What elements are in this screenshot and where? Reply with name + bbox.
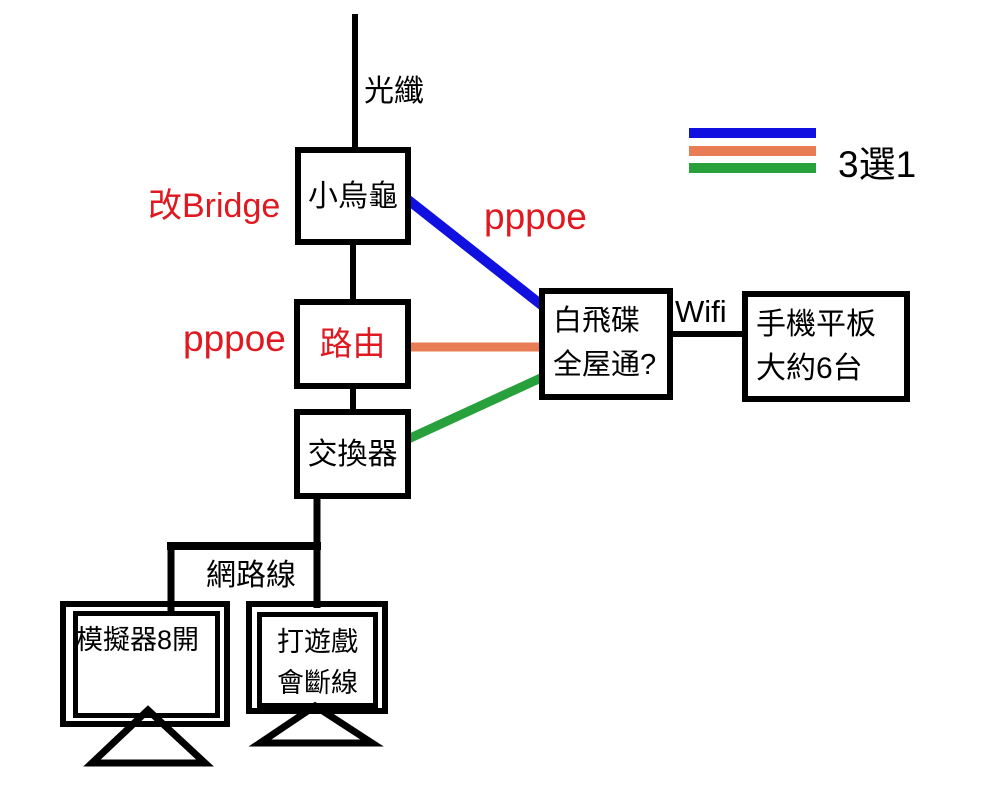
devices-label-line2: 大約6台 xyxy=(756,352,863,385)
wifi-label: Wifi xyxy=(675,294,727,329)
right-monitor-screen: 打遊戲 會斷線 xyxy=(257,612,378,708)
right-monitor-outer: 打遊戲 會斷線 xyxy=(246,601,388,714)
right-monitor-stand xyxy=(248,701,384,747)
left-monitor-outer: 模擬器8開 xyxy=(60,601,230,727)
left-monitor-screen: 模擬器8開 xyxy=(73,611,220,718)
pppoe-modem-label: pppoe xyxy=(484,196,587,237)
router-box: 路由 xyxy=(294,299,411,389)
option-blue-line xyxy=(403,195,548,311)
switch-label: 交換器 xyxy=(307,437,398,471)
router-label: 路由 xyxy=(319,324,386,362)
legend-orange-bar xyxy=(689,146,816,156)
modem-label: 小烏龜 xyxy=(308,179,398,213)
legend-caption: 3選1 xyxy=(838,144,917,185)
modem-box: 小烏龜 xyxy=(295,147,411,245)
devices-box: 手機平板 大約6台 xyxy=(742,291,910,402)
legend-blue-bar xyxy=(689,128,816,138)
legend-green-bar xyxy=(689,163,816,173)
left-monitor-stand xyxy=(83,705,214,767)
mesh-label-line2: 全屋通? xyxy=(553,349,657,382)
bridge-note-label: 改Bridge xyxy=(148,187,281,225)
pppoe-router-label: pppoe xyxy=(183,318,286,359)
right-monitor-label-line1: 打遊戲 xyxy=(277,626,358,657)
fiber-label: 光纖 xyxy=(364,75,424,108)
left-monitor-label: 模擬器8開 xyxy=(76,625,200,655)
mesh-label-line1: 白飛碟 xyxy=(553,305,641,338)
devices-label-line1: 手機平板 xyxy=(756,308,876,341)
switch-box: 交換器 xyxy=(294,409,411,499)
lan-cable-label: 網路線 xyxy=(206,559,296,592)
right-monitor-label-line2: 會斷線 xyxy=(277,668,358,699)
option-green-line xyxy=(404,372,545,445)
mesh-box: 白飛碟 全屋通? xyxy=(539,288,673,400)
